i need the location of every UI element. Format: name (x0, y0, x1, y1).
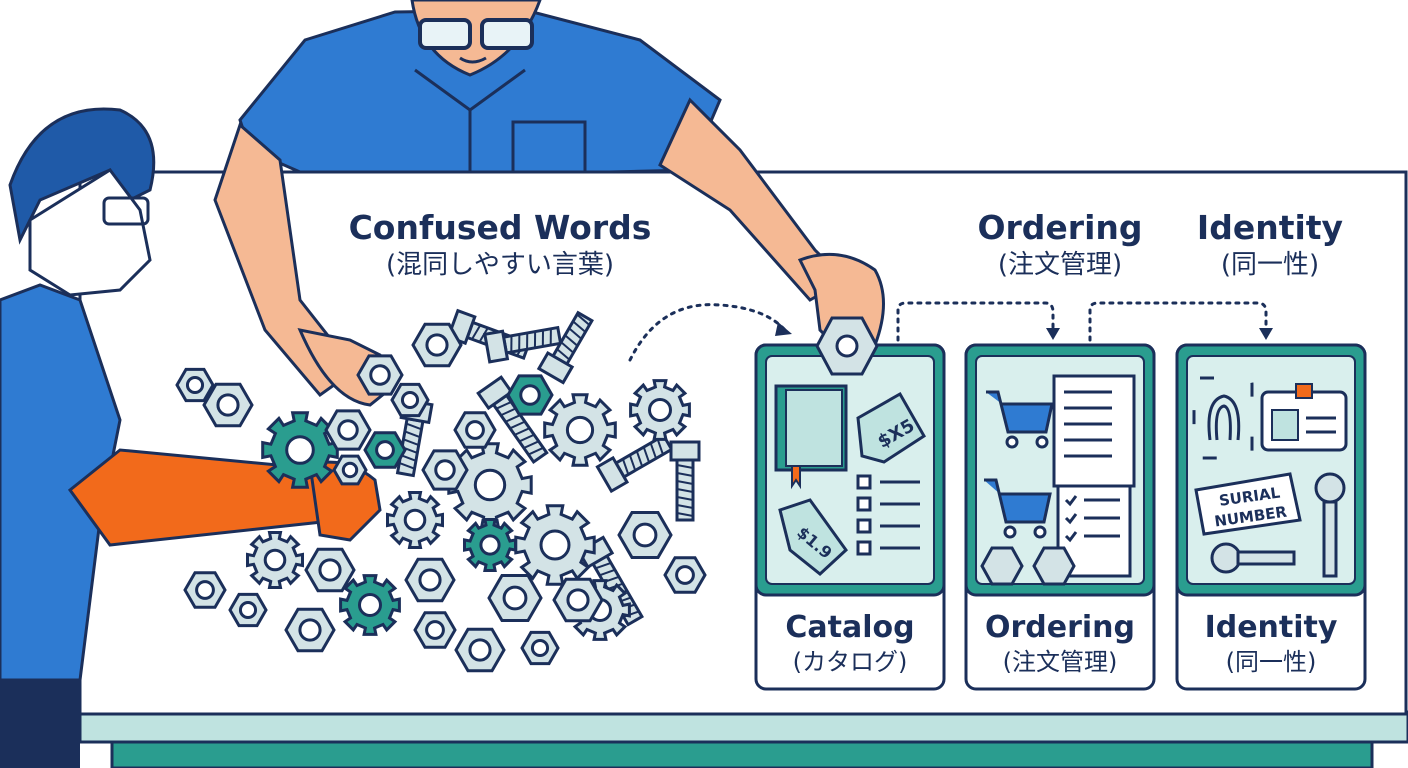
nut-icon (454, 627, 506, 673)
fingerprint-icon (1192, 376, 1254, 460)
bolt-icon (669, 440, 701, 522)
nut-icon (413, 611, 457, 649)
table-edge (78, 710, 1408, 744)
id-card-icon (1260, 383, 1348, 452)
gear-icon (543, 393, 617, 467)
card-label-en: Catalog (785, 610, 915, 645)
arrowheads (775, 322, 1273, 340)
gear-icon (514, 504, 596, 586)
nut-icon (284, 607, 336, 653)
card-label-en: Ordering (984, 610, 1136, 645)
flow-arrows (628, 301, 1268, 362)
card-identity-label: Identity (同一性) (1177, 610, 1365, 678)
card-ordering-label: Ordering (注文管理) (966, 610, 1154, 678)
nut-in-hand-icon (815, 316, 879, 376)
nut-icon (552, 577, 604, 623)
nut-icon (175, 367, 215, 403)
heading-identity: Identity (同一性) (1180, 208, 1360, 282)
man-standing (213, 0, 885, 407)
nut-icon (356, 354, 404, 396)
nut-icon (411, 322, 463, 368)
book-icon (774, 384, 848, 490)
price-tag-icon: $X5 (856, 391, 927, 464)
nut-icon (487, 574, 543, 622)
arrow-catalog-to-ordering (896, 301, 1055, 342)
nut-icon (304, 547, 356, 593)
nut-icon (228, 592, 268, 628)
nut-icon (421, 449, 469, 491)
card-label-en: Identity (1204, 610, 1338, 645)
nut-icon (332, 454, 368, 486)
heading-ordering-jp: (注文管理) (997, 250, 1123, 280)
arrow-pile-to-catalog (628, 303, 787, 362)
checklist-icon (856, 474, 920, 556)
parts-pile (175, 308, 707, 673)
card-label-jp: (同一性) (1225, 648, 1317, 676)
heading-identity-jp: (同一性) (1220, 250, 1320, 280)
nut-icon (617, 511, 673, 559)
card-catalog: $X5 $1.9 (754, 316, 946, 691)
heading-confused-en: Confused Words (348, 208, 652, 247)
nut-icon (663, 556, 707, 594)
heading-ordering-en: Ordering (977, 208, 1143, 247)
nut-icon (390, 382, 430, 418)
nut-icon (363, 431, 407, 469)
bolt-icon (536, 310, 594, 385)
gear-icon (463, 518, 517, 572)
gear-icon (339, 574, 401, 636)
gear-icon (386, 491, 444, 549)
card-identity: SURIAL NUMBER (1175, 343, 1367, 691)
nut-icon (183, 571, 227, 609)
card-label-jp: (注文管理) (1002, 648, 1118, 676)
bolt-icon (476, 375, 549, 465)
card-ordering (964, 343, 1156, 691)
gear-icon (261, 411, 339, 489)
heading-identity-en: Identity (1196, 208, 1344, 247)
cart-icon (984, 478, 1052, 539)
bolt-icon (595, 433, 674, 494)
card-catalog-label: Catalog (カタログ) (756, 610, 944, 678)
nut-icon (453, 411, 497, 449)
heading-confused-jp: (混同しやすい言葉) (385, 250, 615, 280)
table-leg-panel (110, 740, 1374, 768)
heading-confused-words: Confused Words (混同しやすい言葉) (330, 208, 670, 282)
card-label-jp: (カタログ) (792, 648, 908, 676)
nut-icon (324, 409, 372, 451)
gear-icon (629, 379, 691, 441)
nut-icon (980, 546, 1076, 586)
gear-icon (447, 442, 533, 528)
gear-icon (246, 531, 304, 589)
bolt-icon (483, 325, 563, 364)
heading-ordering: Ordering (注文管理) (960, 208, 1160, 282)
nut-icon (506, 374, 554, 416)
nut-icon (520, 630, 560, 666)
man-left (0, 107, 382, 768)
cart-icon (986, 390, 1054, 449)
nut-icon (404, 557, 456, 603)
price-tag-icon: $1.9 (778, 498, 848, 576)
nut-icon (202, 382, 254, 428)
order-document-icon (1052, 374, 1136, 488)
key-icon (1210, 472, 1346, 578)
